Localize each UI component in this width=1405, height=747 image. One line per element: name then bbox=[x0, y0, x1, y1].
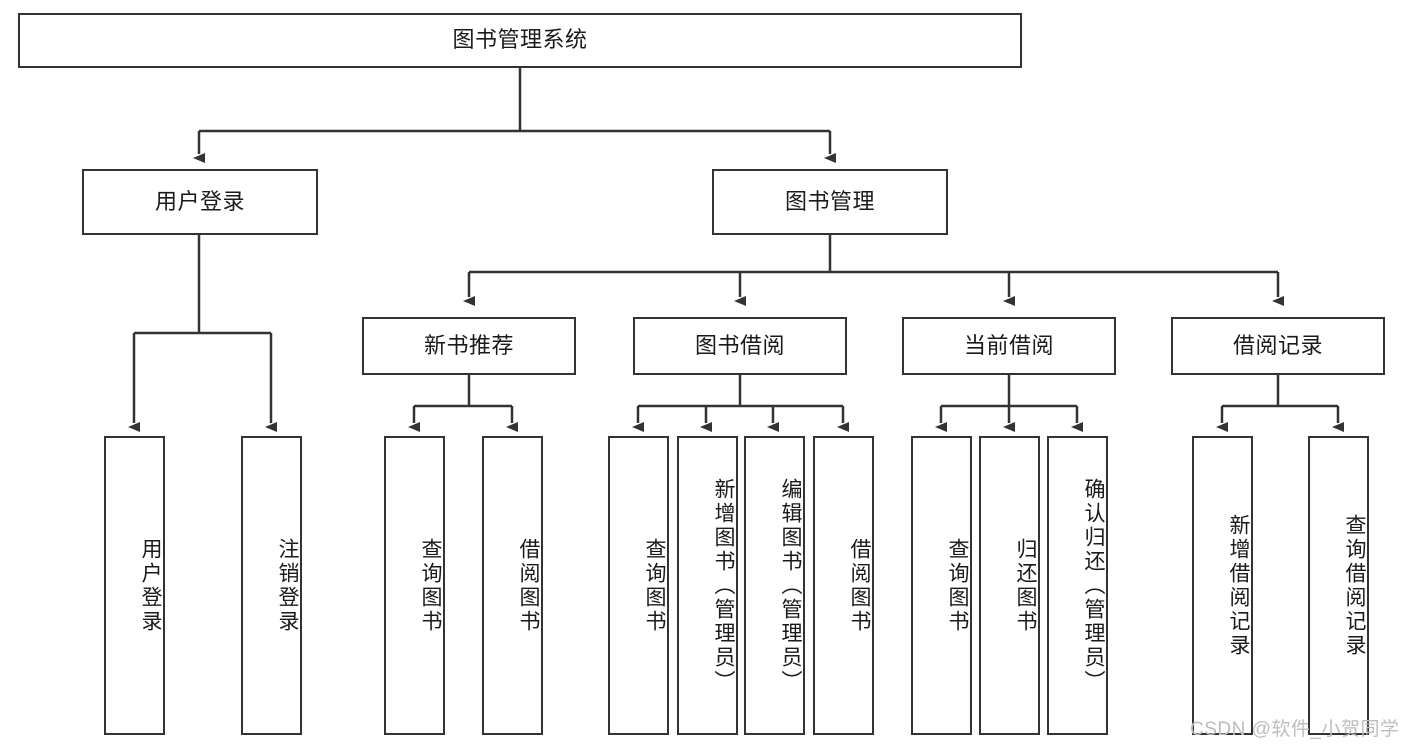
node-root-book-management-system[interactable]: 图书管理系统 bbox=[18, 13, 1022, 68]
node-label: 注销登录 bbox=[276, 537, 299, 634]
node-book-borrowing[interactable]: 图书借阅 bbox=[633, 317, 847, 375]
node-label: 新增借阅记录 bbox=[1227, 513, 1250, 658]
node-label: 借阅图书 bbox=[517, 537, 540, 634]
node-label: 查询借阅记录 bbox=[1343, 513, 1366, 658]
leaf-add-book-admin[interactable]: 新增图书（管理员） bbox=[677, 436, 738, 735]
leaf-return-books[interactable]: 归还图书 bbox=[979, 436, 1040, 735]
node-label: 确认归还（管理员） bbox=[1082, 477, 1105, 694]
leaf-add-borrow-record[interactable]: 新增借阅记录 bbox=[1192, 436, 1253, 735]
node-label: 图书管理系统 bbox=[452, 27, 588, 53]
node-label: 借阅图书 bbox=[848, 537, 871, 634]
node-label: 编辑图书（管理员） bbox=[779, 477, 802, 694]
leaf-query-books-recommendation[interactable]: 查询图书 bbox=[384, 436, 445, 735]
node-label: 当前借阅 bbox=[963, 332, 1054, 358]
node-label: 查询图书 bbox=[419, 537, 442, 634]
leaf-borrow-books-recommendation[interactable]: 借阅图书 bbox=[482, 436, 543, 735]
node-label: 用户登录 bbox=[154, 188, 245, 214]
node-label: 图书借阅 bbox=[694, 332, 785, 358]
node-borrowing-records[interactable]: 借阅记录 bbox=[1171, 317, 1385, 375]
leaf-logout[interactable]: 注销登录 bbox=[241, 436, 302, 735]
node-book-management[interactable]: 图书管理 bbox=[712, 169, 948, 235]
leaf-borrow-books-borrowing[interactable]: 借阅图书 bbox=[813, 436, 874, 735]
node-label: 新书推荐 bbox=[423, 332, 514, 358]
node-current-borrowing[interactable]: 当前借阅 bbox=[902, 317, 1116, 375]
node-label: 图书管理 bbox=[784, 188, 875, 214]
leaf-confirm-return-admin[interactable]: 确认归还（管理员） bbox=[1047, 436, 1108, 735]
node-label: 新增图书（管理员） bbox=[712, 477, 735, 694]
leaf-edit-book-admin[interactable]: 编辑图书（管理员） bbox=[744, 436, 805, 735]
node-label: 查询图书 bbox=[946, 537, 969, 634]
csdn-watermark: CSDN @软件_小贺同学 bbox=[1190, 719, 1400, 740]
leaf-query-books-current[interactable]: 查询图书 bbox=[911, 436, 972, 735]
node-label: 归还图书 bbox=[1014, 537, 1037, 634]
node-label: 借阅记录 bbox=[1232, 332, 1323, 358]
leaf-user-login[interactable]: 用户登录 bbox=[104, 436, 165, 735]
leaf-query-borrow-record[interactable]: 查询借阅记录 bbox=[1308, 436, 1369, 735]
node-label: 查询图书 bbox=[643, 537, 666, 634]
node-new-book-recommendation[interactable]: 新书推荐 bbox=[362, 317, 576, 375]
leaf-query-books-borrowing[interactable]: 查询图书 bbox=[608, 436, 669, 735]
node-label: 用户登录 bbox=[139, 537, 162, 634]
node-user-login[interactable]: 用户登录 bbox=[82, 169, 318, 235]
